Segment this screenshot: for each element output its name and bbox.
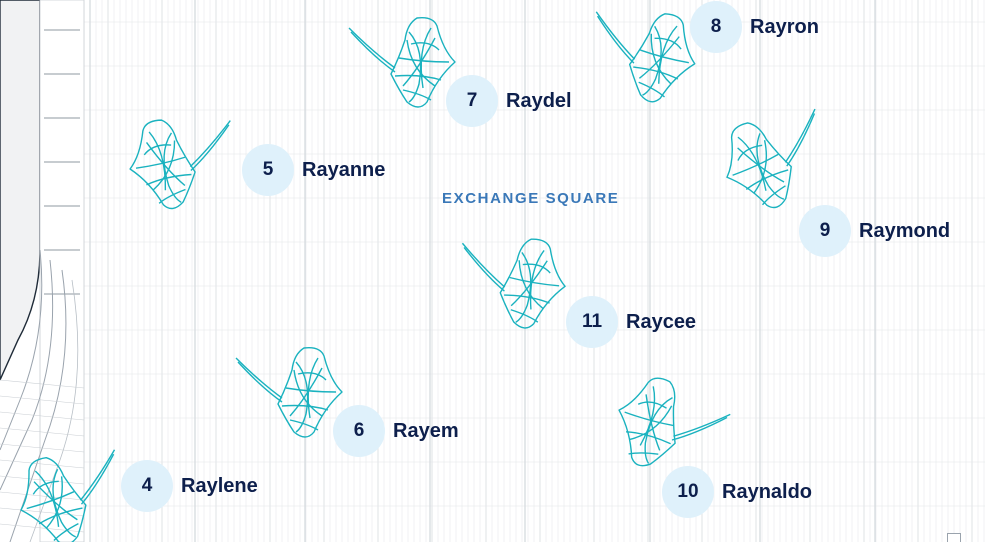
marker-number-badge: 11 [566,296,618,348]
marker-rayron[interactable]: 8 Rayron [690,1,819,53]
marker-name: Raylene [181,475,258,498]
marker-name: Raymond [859,220,950,243]
marker-number-badge: 7 [446,75,498,127]
marker-name: Raydel [506,90,572,113]
marker-number-badge: 6 [333,405,385,457]
marker-name: Rayem [393,420,459,443]
marker-raycee[interactable]: 11 Raycee [566,296,696,348]
marker-name: Raynaldo [722,481,812,504]
marker-number-badge: 9 [799,205,851,257]
marker-raynaldo[interactable]: 10 Raynaldo [662,466,812,518]
marker-name: Rayanne [302,159,385,182]
area-label-exchange-square: EXCHANGE SQUARE [442,190,619,207]
marker-rayem[interactable]: 6 Rayem [333,405,459,457]
marker-raylene[interactable]: 4 Raylene [121,460,258,512]
marker-name: Raycee [626,311,696,334]
marker-number-badge: 8 [690,1,742,53]
marker-number-badge: 5 [242,144,294,196]
marker-number-badge: 4 [121,460,173,512]
marker-number-badge: 10 [662,466,714,518]
marker-rayanne[interactable]: 5 Rayanne [242,144,385,196]
map-corner-control[interactable] [947,533,961,542]
marker-raymond[interactable]: 9 Raymond [799,205,950,257]
marker-name: Rayron [750,16,819,39]
marker-raydel[interactable]: 7 Raydel [446,75,572,127]
